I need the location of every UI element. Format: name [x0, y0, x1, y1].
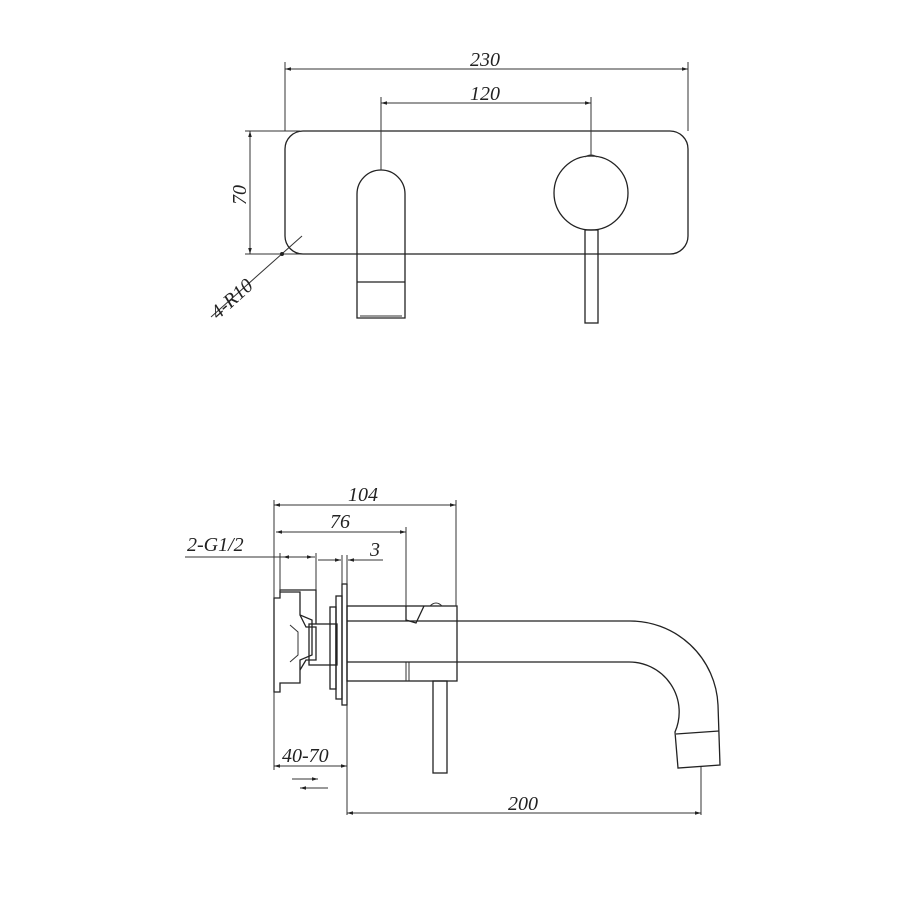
dim-overall-depth: 104 [348, 484, 378, 506]
dim-thread: 2-G1/2 [187, 534, 244, 556]
dim-center-distance: 120 [470, 83, 500, 105]
mixer-lever-side [432, 680, 448, 774]
spout-front [356, 169, 406, 319]
mounting-flange [273, 591, 313, 693]
dim-spout-reach: 200 [508, 793, 538, 815]
wall-plate [284, 130, 689, 255]
mixer-lever [584, 229, 599, 324]
dim-plate-thickness: 3 [369, 539, 380, 561]
cover-plate [341, 583, 348, 706]
connector [308, 623, 338, 666]
side-view: 104 76 2-G1/2 3 40-70 200 [185, 484, 721, 815]
dim-plate-height: 70 [229, 185, 251, 205]
dim-body-depth: 76 [330, 511, 350, 533]
dim-overall-width: 230 [470, 49, 500, 71]
dim-wall-adjustment: 40-70 [282, 745, 329, 767]
handle-body [346, 605, 458, 682]
spout-side [347, 620, 721, 769]
top-view: 230 120 70 4-R10 [207, 49, 689, 324]
mixer-handle-knob [553, 155, 629, 231]
